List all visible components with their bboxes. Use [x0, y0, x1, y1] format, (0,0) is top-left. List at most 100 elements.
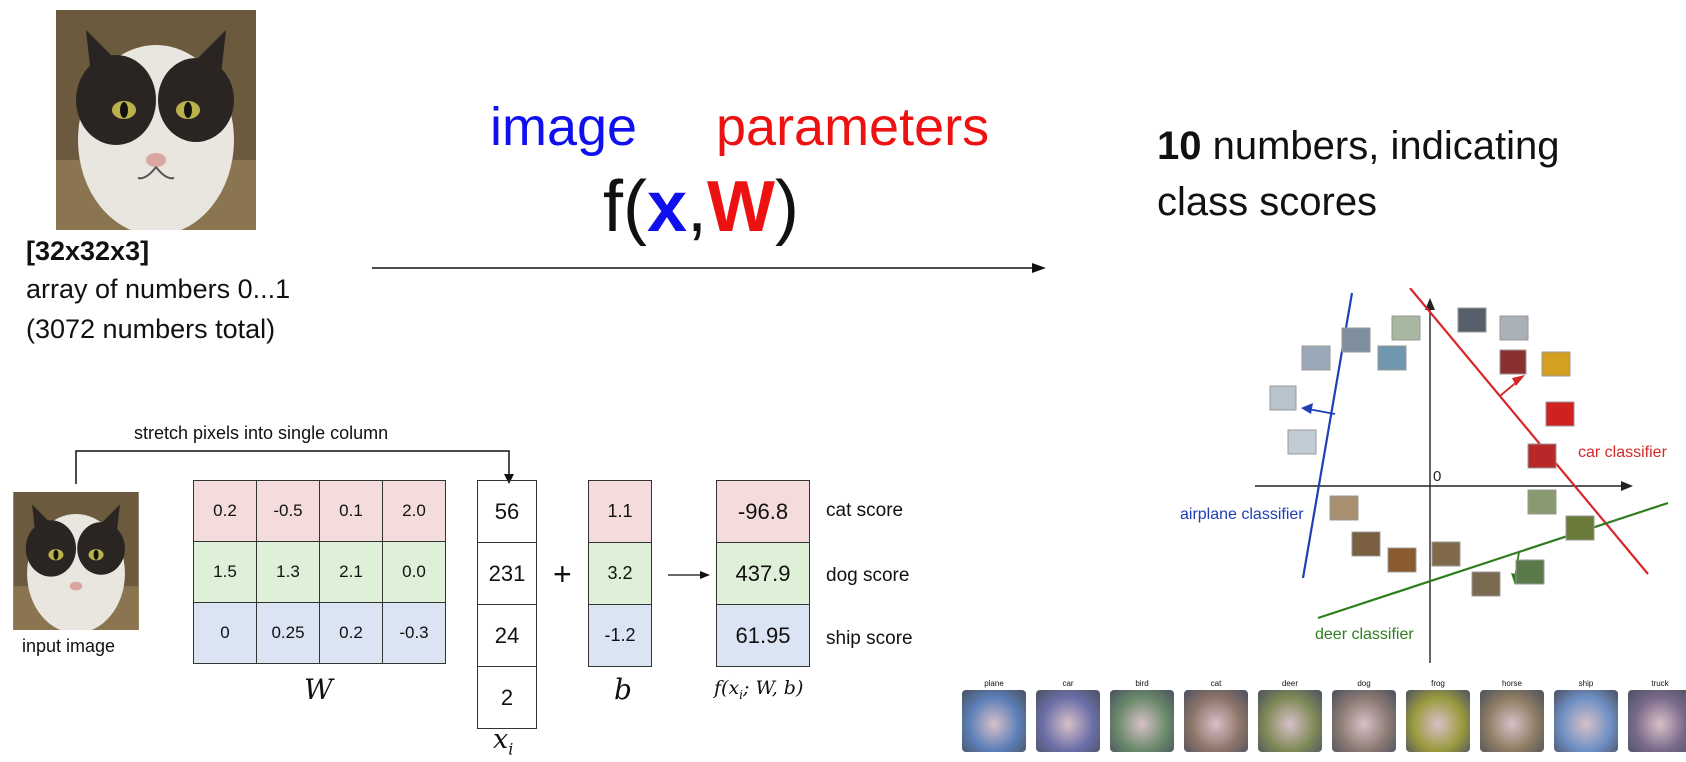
matrix-cell: 0.0 — [382, 541, 446, 603]
plot-thumbnails — [1269, 307, 1595, 597]
class-template-image — [1332, 690, 1396, 752]
matrix-cell: 0.2 — [193, 480, 257, 542]
input-vector-symbol: x — [493, 724, 509, 755]
image-array-description: array of numbers 0...1 — [26, 274, 291, 304]
class-template: cat — [1184, 679, 1248, 752]
class-template-label: bird — [1135, 679, 1149, 688]
class-template-image — [1406, 690, 1470, 752]
class-template: dog — [1332, 679, 1396, 752]
class-template-image — [1480, 690, 1544, 752]
bias-vector: 1.1 3.2 -1.2 — [588, 480, 652, 667]
function-x: x — [646, 167, 688, 247]
class-template-label: ship — [1578, 679, 1594, 688]
class-template-label: car — [1062, 679, 1074, 688]
vector-cell: 24 — [477, 604, 537, 667]
stretch-pixels-label: stretch pixels into single column — [134, 423, 389, 443]
class-template: horse — [1480, 679, 1544, 752]
cat-image — [56, 10, 256, 230]
deer-classifier-line — [1317, 501, 1669, 620]
class-template: frog — [1406, 679, 1470, 752]
bias-label: b — [614, 673, 632, 706]
matrix-cell: 0.2 — [319, 602, 383, 664]
airplane-classifier-label: airplane classifier — [1180, 506, 1304, 523]
class-template-image — [1184, 690, 1248, 752]
class-template-image — [1036, 690, 1100, 752]
weight-row-ship: 0 0.25 0.2 -0.3 — [193, 602, 446, 664]
weight-row-cat: 0.2 -0.5 0.1 2.0 — [193, 480, 446, 542]
matrix-cell: 1.5 — [193, 541, 257, 603]
score-label-ship: ship score — [826, 628, 913, 649]
car-classifier-arrowhead — [1512, 375, 1525, 386]
input-image — [12, 492, 140, 630]
car-classifier-line — [1409, 288, 1649, 575]
class-template: bird — [1110, 679, 1174, 752]
parameters-label: parameters — [716, 97, 990, 157]
weight-matrix-label: W — [304, 673, 333, 706]
deer-classifier-label: deer classifier — [1315, 626, 1414, 643]
bias-cell: 1.1 — [588, 480, 652, 543]
function-W: W — [707, 167, 776, 247]
matrix-cell: 2.0 — [382, 480, 446, 542]
classifier-plot: 0 car classifier airplane classifier dee… — [1180, 288, 1669, 663]
result-arrow — [668, 571, 710, 579]
bias-cell: -1.2 — [588, 604, 652, 667]
class-template: truck — [1628, 679, 1686, 752]
class-template: ship — [1554, 679, 1618, 752]
output-text: numbers, indicating — [1201, 124, 1560, 168]
function-close: ) — [775, 167, 799, 247]
score-vector-label: f(xi; W, b) — [714, 677, 804, 702]
class-template-label: horse — [1501, 679, 1522, 688]
input-vector-subscript: i — [508, 739, 514, 759]
plus-sign: + — [553, 556, 572, 592]
image-label: image — [490, 97, 638, 157]
class-template-label: plane — [984, 679, 1004, 688]
score-cell: -96.8 — [716, 480, 810, 543]
class-template: deer — [1258, 679, 1322, 752]
stretch-bracket — [75, 450, 514, 484]
class-template-label: cat — [1210, 679, 1222, 688]
input-vector: 56 231 24 2 — [477, 480, 537, 729]
matrix-cell: 0 — [193, 602, 257, 664]
class-template-label: deer — [1281, 679, 1298, 688]
score-vector: -96.8 437.9 61.95 — [716, 480, 810, 667]
matrix-cell: 0.25 — [256, 602, 320, 664]
input-image-label: input image — [22, 636, 116, 656]
matrix-cell: -0.5 — [256, 480, 320, 542]
class-template-image — [1110, 690, 1174, 752]
output-description-line2: class scores — [1157, 180, 1378, 224]
class-template-image — [1258, 690, 1322, 752]
mapping-arrow — [372, 263, 1046, 273]
class-template-image — [1628, 690, 1686, 752]
matrix-cell: 0.1 — [319, 480, 383, 542]
score-label-cat: cat score — [826, 500, 904, 521]
function-expression: f(x,W) — [603, 166, 799, 248]
plot-y-axis-arrowhead — [1425, 298, 1435, 310]
output-count: 10 — [1157, 124, 1202, 168]
function-f: f( — [603, 167, 647, 247]
score-cell: 437.9 — [716, 542, 810, 605]
plot-x-axis-arrowhead — [1621, 481, 1633, 491]
airplane-classifier-arrow-line — [1307, 408, 1336, 415]
car-classifier-label: car classifier — [1578, 444, 1668, 461]
score-label-dog: dog score — [826, 565, 910, 586]
bias-cell: 3.2 — [588, 542, 652, 605]
function-comma: , — [687, 167, 708, 247]
output-description: 10 numbers, indicating — [1157, 124, 1559, 169]
score-cell: 61.95 — [716, 604, 810, 667]
class-template: plane — [962, 679, 1026, 752]
class-template-image — [962, 690, 1026, 752]
plot-origin-label: 0 — [1433, 468, 1441, 485]
class-template-image — [1554, 690, 1618, 752]
weight-matrix: 0.2 -0.5 0.1 2.0 1.5 1.3 2.1 0.0 0 0.25 … — [193, 480, 446, 664]
input-vector-label: xi — [493, 726, 513, 762]
image-total-numbers: (3072 numbers total) — [26, 314, 276, 344]
class-template-label: truck — [1651, 679, 1669, 688]
class-template: car — [1036, 679, 1100, 752]
matrix-cell: -0.3 — [382, 602, 446, 664]
matrix-cell: 2.1 — [319, 541, 383, 603]
weight-row-dog: 1.5 1.3 2.1 0.0 — [193, 541, 446, 603]
vector-cell: 2 — [477, 666, 537, 729]
vector-cell: 231 — [477, 542, 537, 605]
matrix-cell: 1.3 — [256, 541, 320, 603]
